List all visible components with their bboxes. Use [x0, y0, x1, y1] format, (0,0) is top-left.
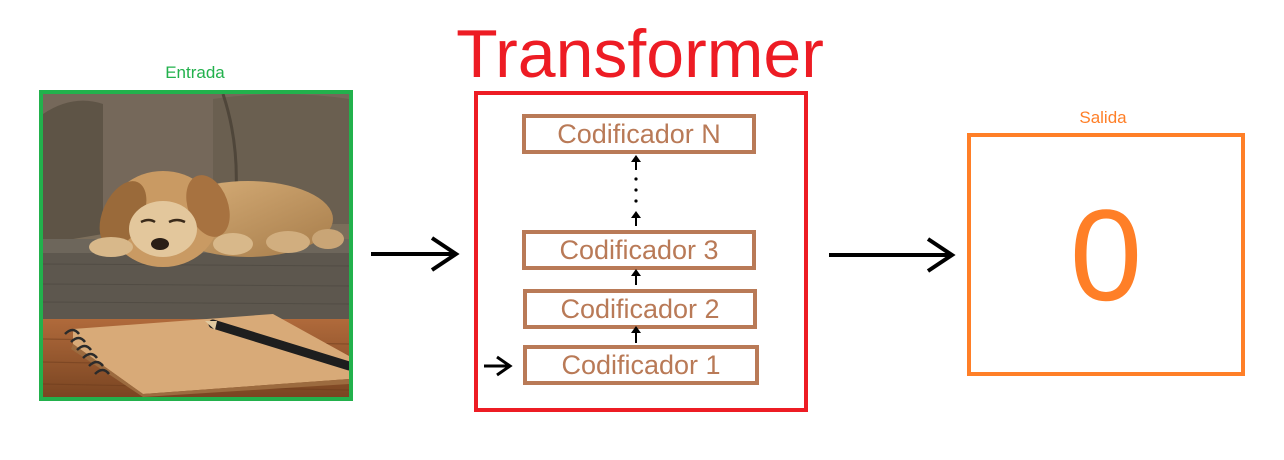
- arrow-into-encoder-1: [484, 355, 513, 377]
- dotted-arrow-enc3-to-encn: [631, 155, 641, 226]
- input-image-frame: [39, 90, 353, 401]
- output-label: Salida: [1079, 108, 1127, 127]
- transformer-box: Codificador N Codificador 3 Codificador …: [474, 91, 808, 412]
- output-box: 0: [967, 133, 1245, 376]
- encoder-3: Codificador 3: [522, 230, 756, 270]
- arrow-enc1-to-enc2: [631, 326, 641, 343]
- encoder-n: Codificador N: [522, 114, 756, 154]
- transformer-title: Transformer: [456, 16, 824, 92]
- output-value: 0: [1069, 181, 1143, 328]
- sleeping-puppy-image: [43, 94, 349, 397]
- encoder-1: Codificador 1: [523, 345, 759, 385]
- arrow-enc2-to-enc3: [631, 269, 641, 285]
- input-label: Entrada: [165, 63, 225, 82]
- encoder-2: Codificador 2: [523, 289, 757, 329]
